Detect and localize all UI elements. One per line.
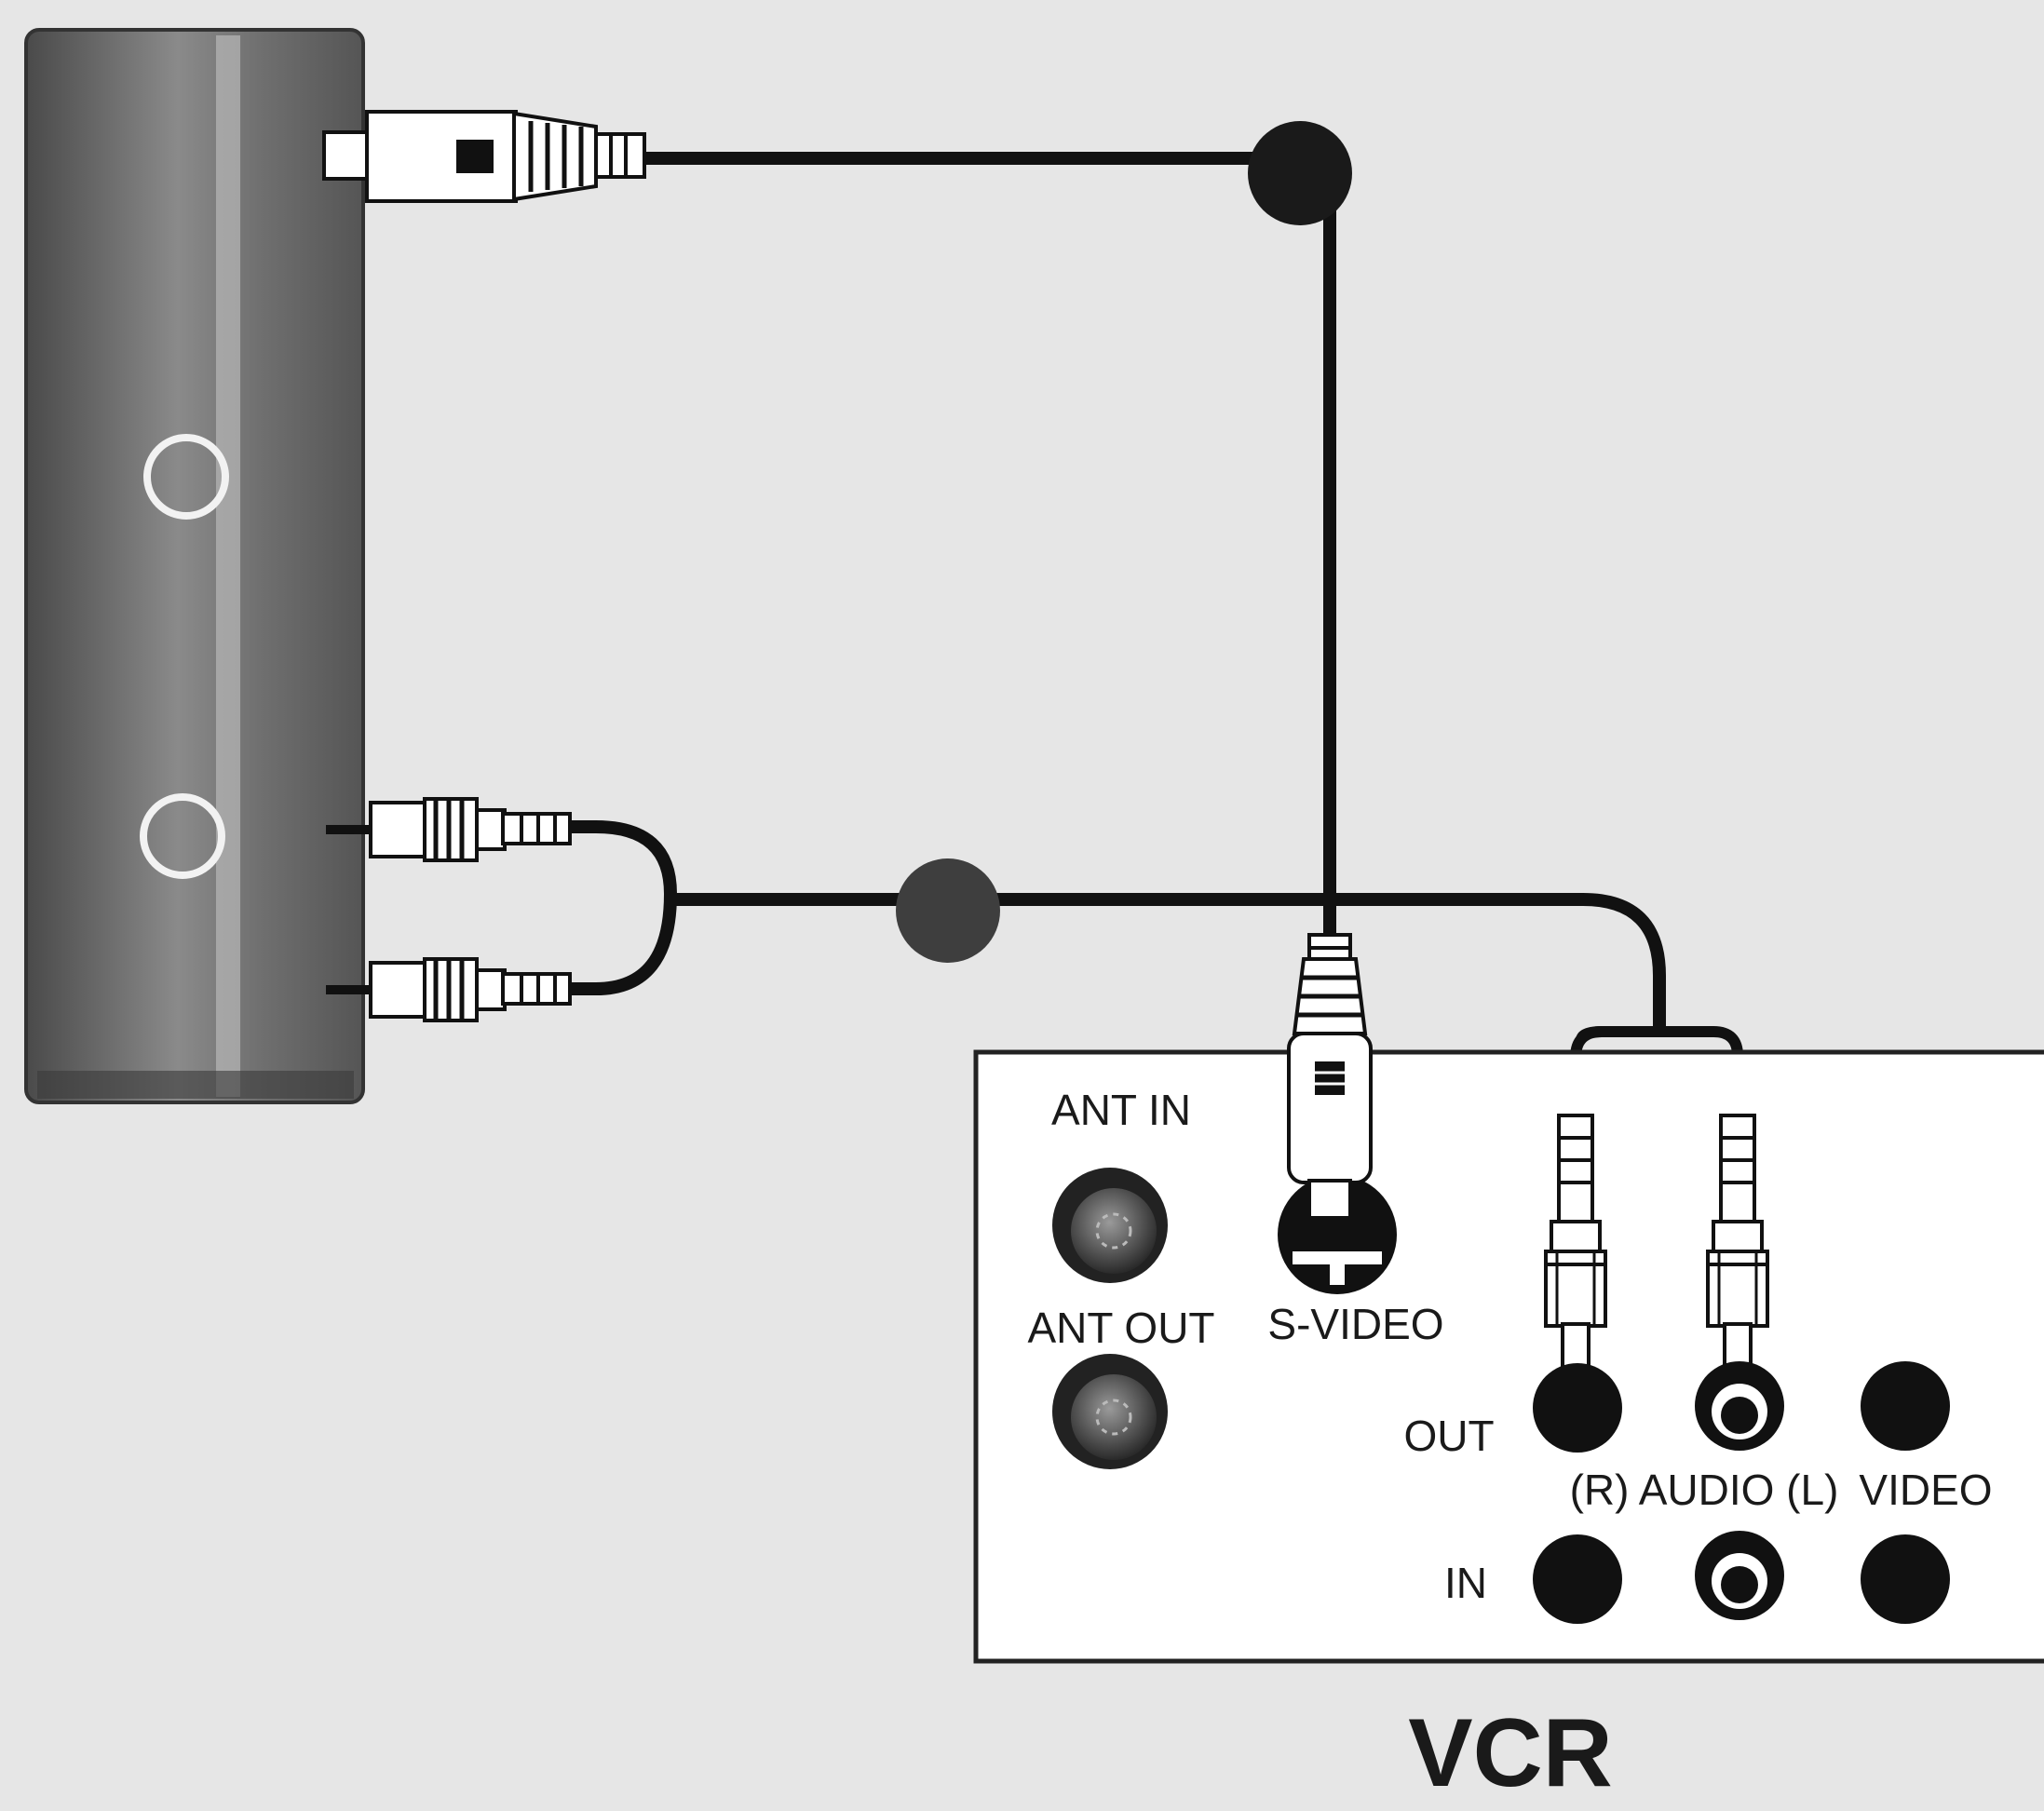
coax-jack-icon — [1052, 1354, 1168, 1469]
rca-jack-icon — [1861, 1534, 1950, 1624]
rca-jack-icon — [1533, 1534, 1622, 1624]
vcr-panel: ANT IN ANT OUT S-VIDEO OUT (R) AUDIO (L)… — [973, 933, 2044, 1664]
s-video-plug-icon — [322, 110, 646, 203]
rca-plug-icon — [326, 797, 572, 862]
rca-jack-icon — [1695, 1361, 1784, 1451]
tv-jack-icon — [140, 793, 225, 879]
s-video-cable — [322, 110, 1352, 940]
rca-jack-icon — [1861, 1361, 1950, 1451]
tv-jack-icon — [143, 434, 229, 520]
tv-side-panel-icon — [24, 28, 365, 1104]
device-title: VCR — [1408, 1699, 1613, 1807]
audio-label: (R) AUDIO (L) — [1570, 1466, 1839, 1514]
rca-jack-icon — [1533, 1363, 1622, 1453]
ant-in-label: ANT IN — [1051, 1086, 1191, 1134]
audio-cable — [326, 797, 1743, 1117]
rca-plug-icon — [1706, 1114, 1769, 1389]
coax-jack-icon — [1052, 1168, 1168, 1283]
in-label: IN — [1444, 1559, 1487, 1607]
out-label: OUT — [1403, 1412, 1494, 1460]
rca-jack-icon — [1695, 1531, 1784, 1620]
cable-junction-icon — [1248, 121, 1352, 225]
s-video-label: S-VIDEO — [1267, 1300, 1443, 1348]
cable-junction-icon — [896, 858, 1000, 963]
rca-plug-icon — [1544, 1114, 1607, 1389]
ant-out-label: ANT OUT — [1027, 1304, 1214, 1352]
s-video-plug-icon — [1287, 933, 1373, 1220]
video-label: VIDEO — [1859, 1466, 1992, 1514]
rca-plug-icon — [326, 957, 572, 1022]
